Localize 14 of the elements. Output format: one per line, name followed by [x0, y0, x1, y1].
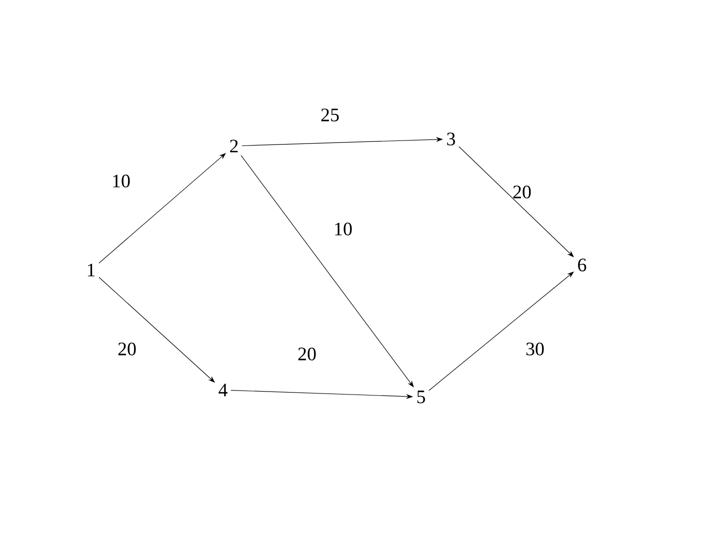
- node-label: 5: [417, 390, 425, 404]
- edge-label: 20: [298, 348, 316, 360]
- edge-label: 30: [526, 342, 544, 356]
- edge-label: 20: [513, 186, 531, 198]
- node-label: 4: [218, 384, 228, 396]
- node-label: 2: [230, 140, 238, 152]
- node-label: 3: [447, 132, 455, 146]
- edge-label: 20: [118, 342, 136, 356]
- edge-label: 25: [321, 108, 339, 122]
- edge-label: 10: [113, 174, 130, 188]
- node-label: 6: [578, 258, 586, 272]
- node-label: 1: [88, 264, 95, 276]
- arrow: [240, 155, 414, 388]
- edge-label: 10: [335, 222, 352, 236]
